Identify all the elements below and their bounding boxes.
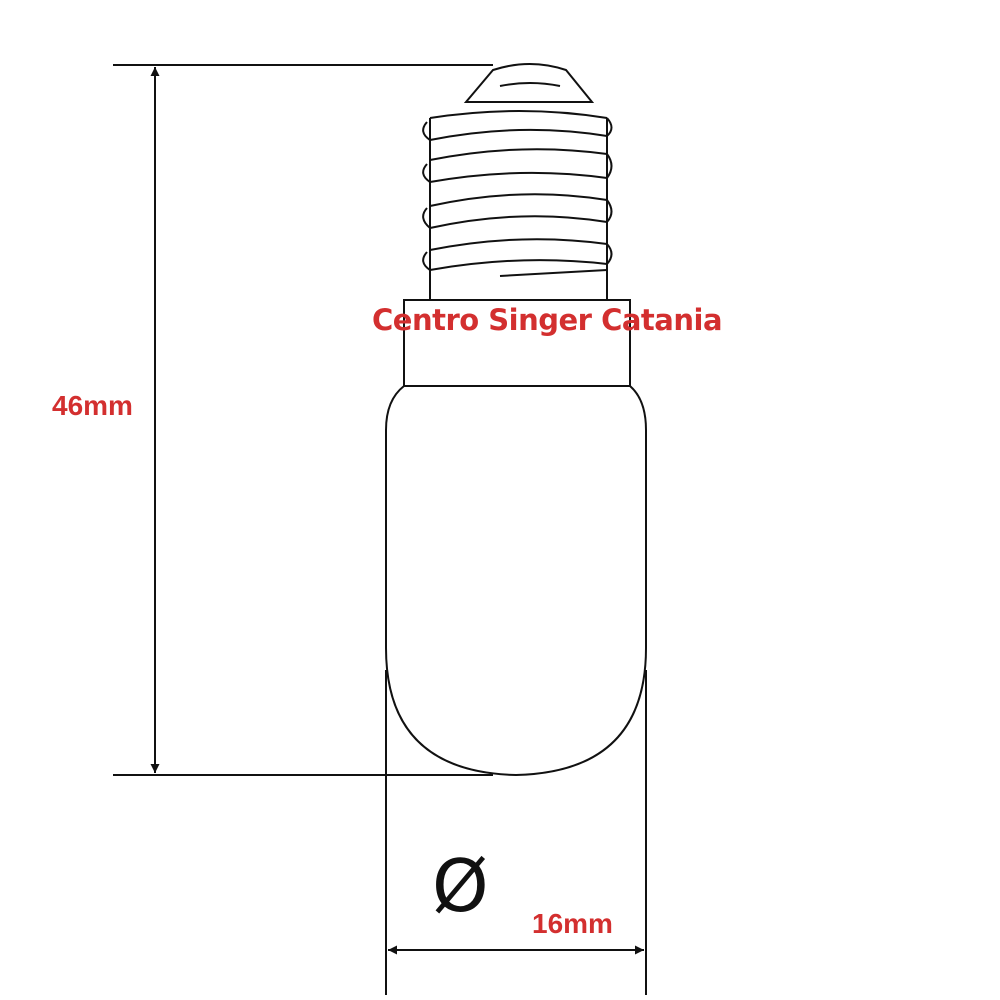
screw-thread <box>422 110 613 300</box>
width-dimension <box>385 670 647 995</box>
height-dimension <box>113 64 493 776</box>
diameter-symbol: Ø <box>432 844 489 928</box>
bulb-collar <box>403 299 631 387</box>
height-label: 46mm <box>52 390 133 421</box>
watermark-text: Centro Singer Catania <box>372 303 723 337</box>
glass-body <box>385 385 647 777</box>
bulb-outline <box>385 63 647 777</box>
width-label: 16mm <box>532 908 613 939</box>
